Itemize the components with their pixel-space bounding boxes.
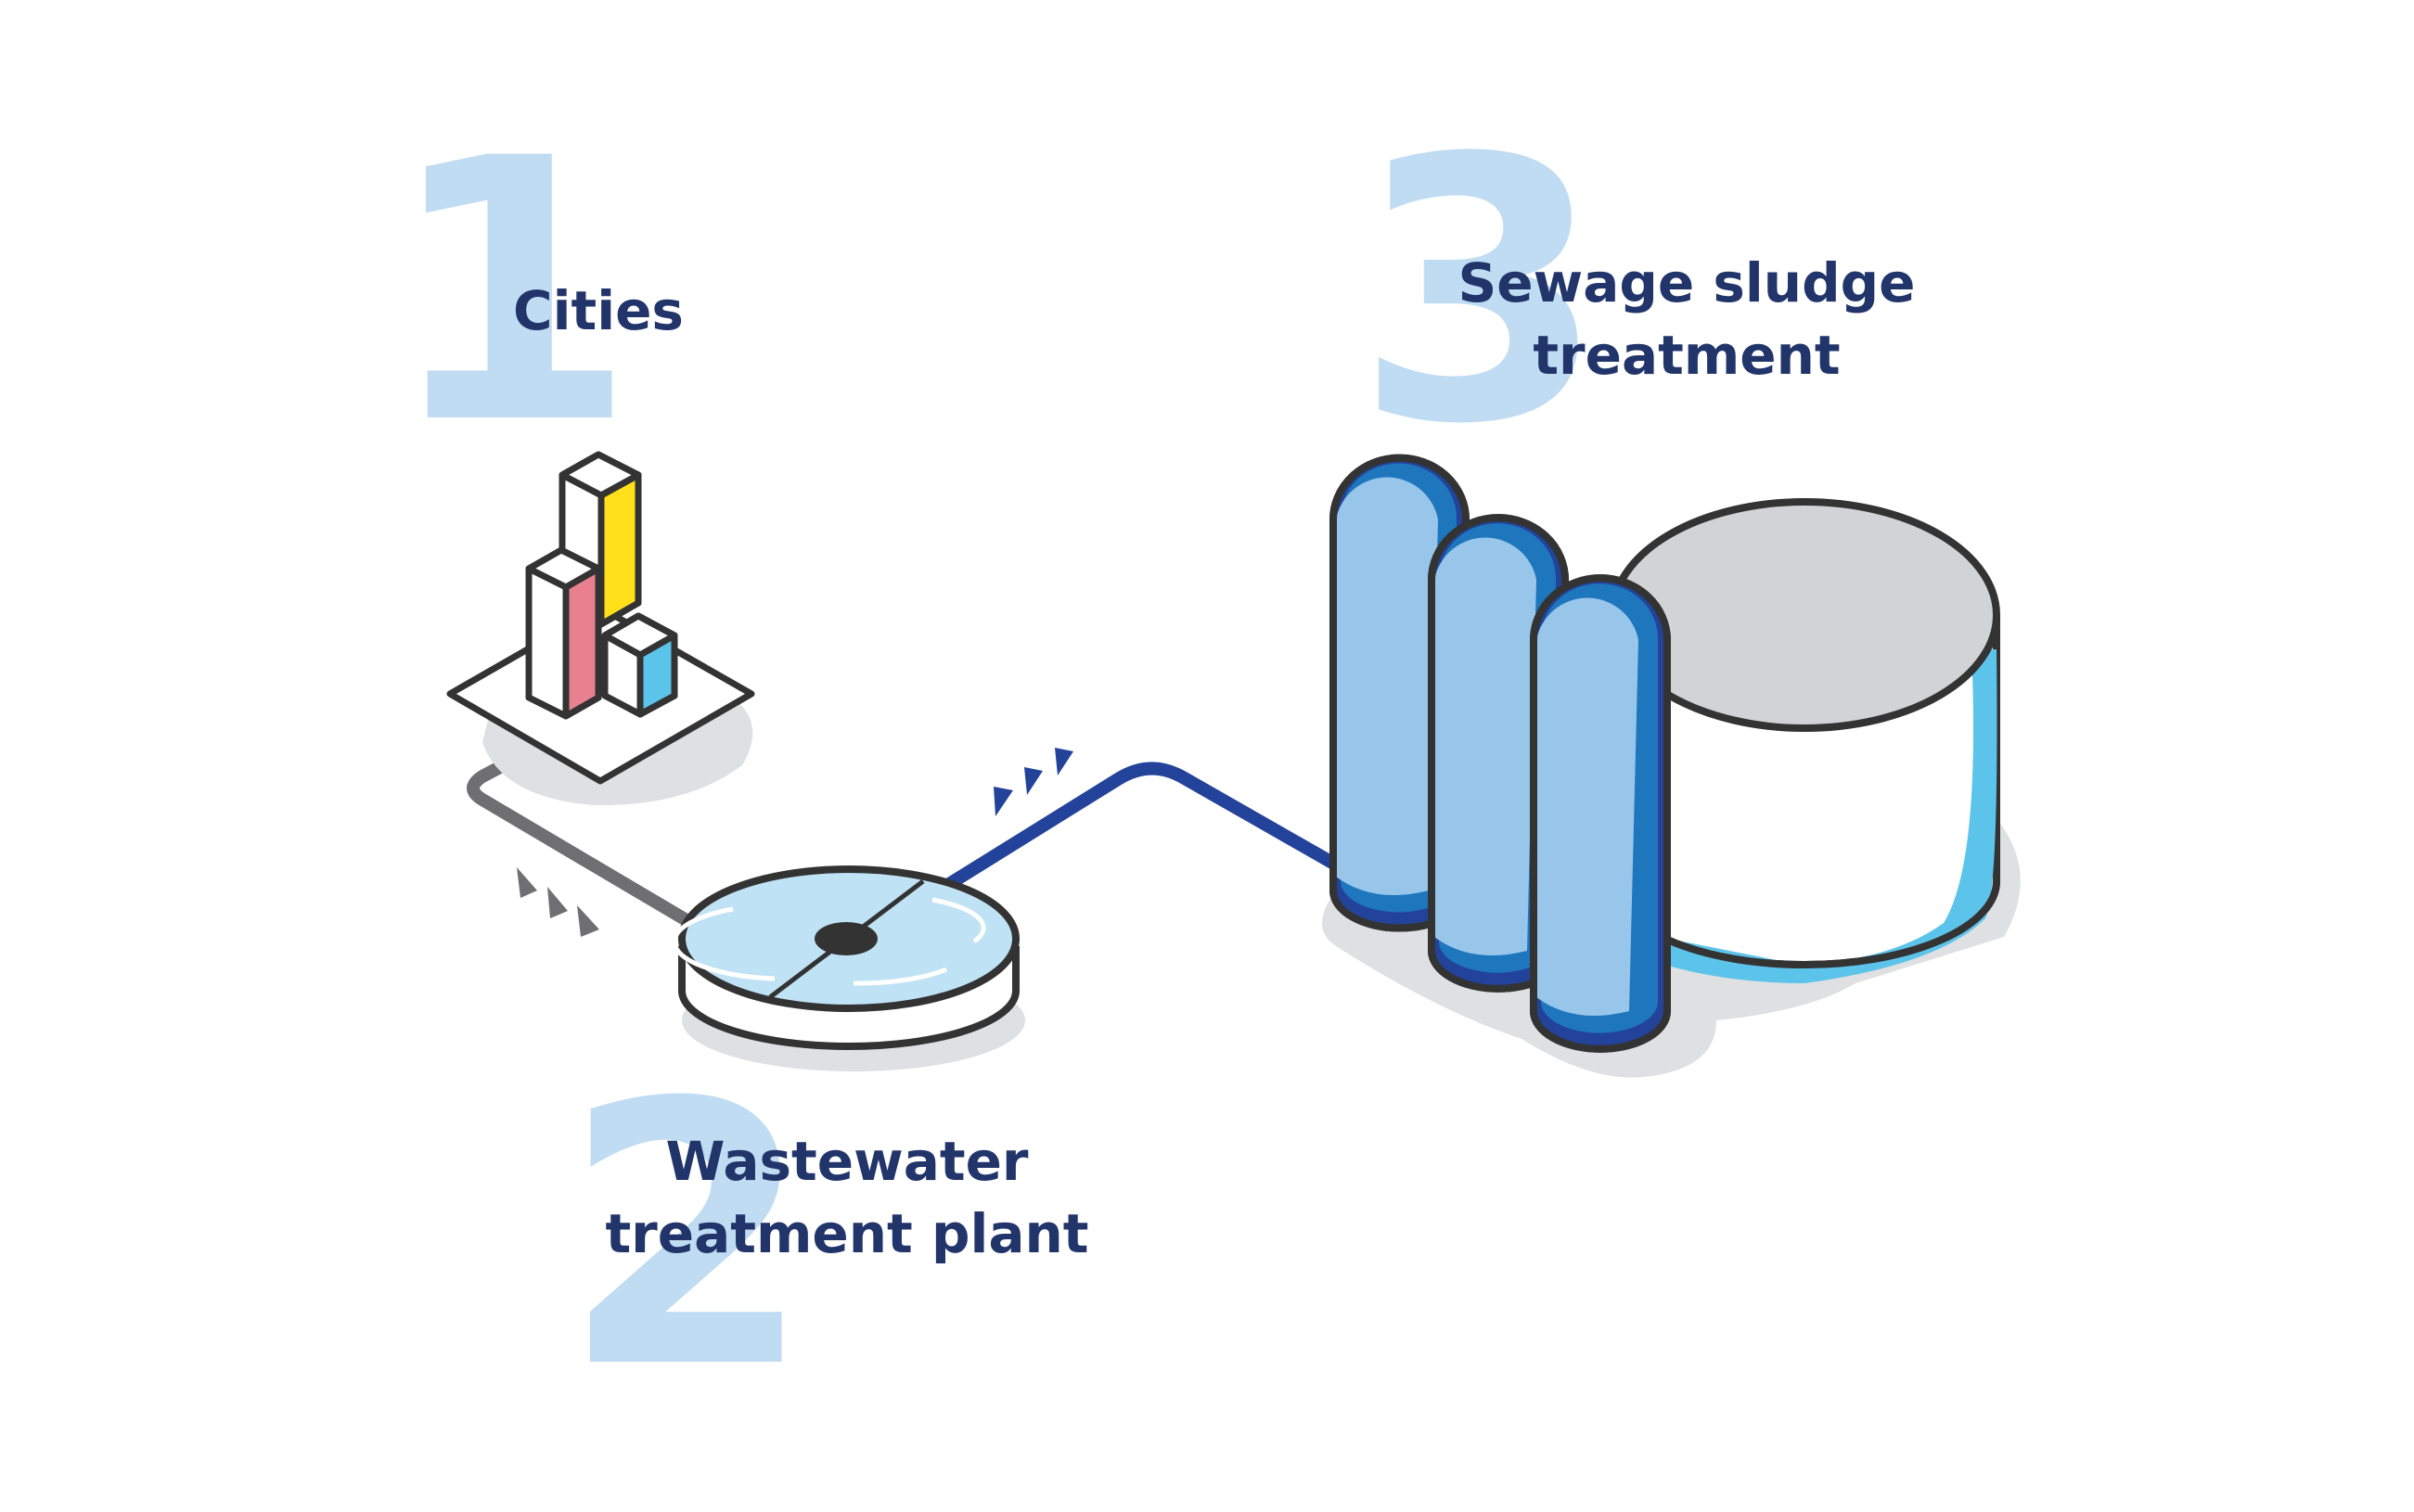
arrow-icon <box>577 905 599 937</box>
digester-tank <box>1530 574 1671 1053</box>
step-2-label-line1: Wastewater <box>665 1130 1028 1193</box>
step-3-label-line1: Sewage sludge <box>1458 251 1916 314</box>
arrow-icon <box>1024 767 1043 795</box>
clarifier-tank <box>672 865 1025 1071</box>
step-3-label-line2: treatment <box>1533 324 1840 387</box>
arrow-icon <box>1055 748 1073 775</box>
blue-pipe <box>940 762 1352 892</box>
step-2-number: 2 <box>561 1026 813 1447</box>
step-1-number: 1 <box>385 82 636 503</box>
arrow-icon <box>994 787 1013 816</box>
arrow-icon <box>547 887 568 918</box>
step-3-number: 3 <box>1355 82 1606 503</box>
arrow-icon <box>517 867 537 898</box>
gray-pipe <box>467 736 698 929</box>
blue-flow-arrows <box>994 748 1073 816</box>
sludge-treatment-illustration <box>1322 454 2021 1078</box>
gray-flow-arrows <box>517 867 599 937</box>
city-illustration <box>446 451 755 806</box>
step-1-label: Cities <box>513 279 684 342</box>
step-2-label-line2: treatment plant <box>605 1202 1088 1265</box>
